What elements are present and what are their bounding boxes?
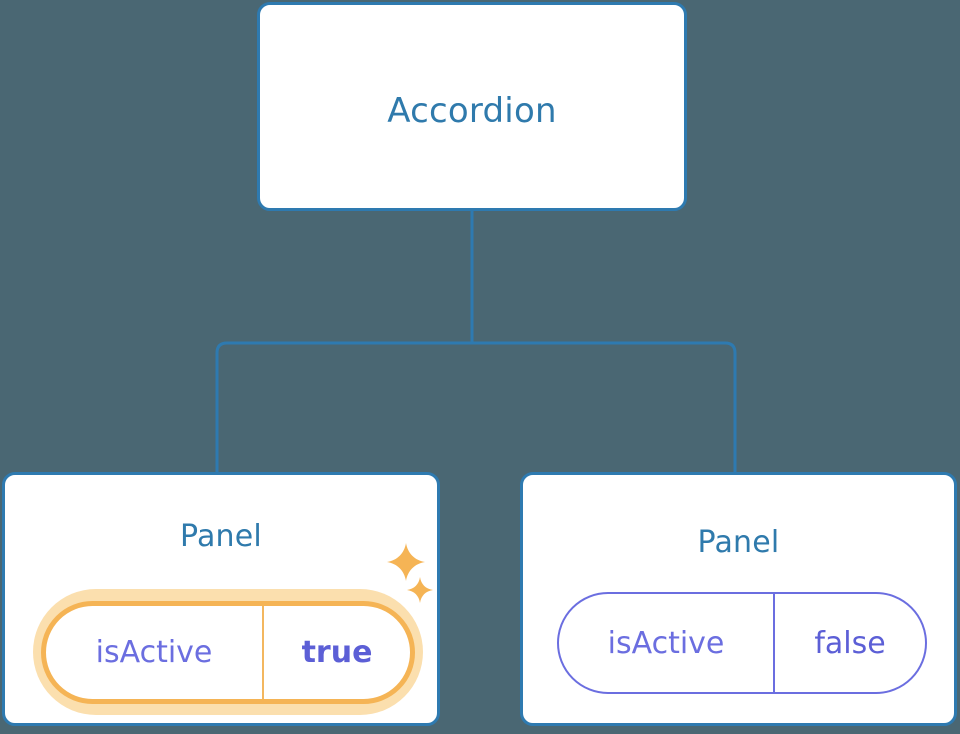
sparkle-large-icon bbox=[387, 543, 425, 581]
prop-value-false: false bbox=[814, 625, 886, 661]
node-panel-inactive[interactable]: Panel isActive false bbox=[520, 472, 957, 726]
node-accordion[interactable]: Accordion bbox=[257, 2, 687, 211]
prop-pill-isactive-false[interactable]: isActive false bbox=[557, 592, 927, 694]
sparkle-small-icon bbox=[407, 577, 433, 603]
edge-to-panel-left bbox=[215, 341, 472, 474]
node-accordion-label: Accordion bbox=[387, 91, 557, 131]
prop-pill-isactive-true[interactable]: isActive true bbox=[41, 601, 415, 704]
prop-key-isactive: isActive bbox=[46, 606, 264, 699]
node-panel-inactive-label: Panel bbox=[697, 525, 780, 560]
edge-to-panel-right bbox=[472, 341, 737, 474]
prop-key-isactive: isActive bbox=[559, 594, 775, 692]
prop-pill-active-wrapper: isActive true bbox=[33, 589, 423, 715]
prop-value-true: true bbox=[301, 635, 373, 670]
node-panel-active[interactable]: Panel isActive true bbox=[2, 472, 440, 726]
node-panel-active-label: Panel bbox=[180, 519, 262, 554]
